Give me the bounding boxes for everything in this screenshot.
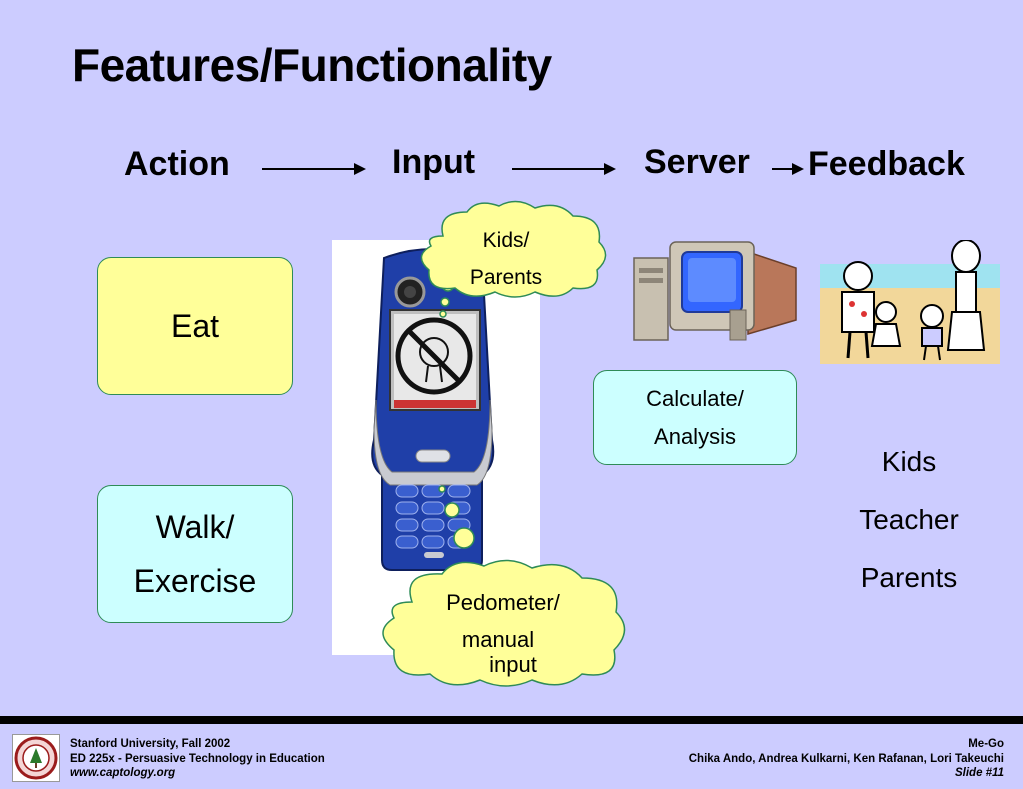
family-image: [820, 239, 1000, 364]
seal-icon: [14, 736, 58, 780]
cloud-icon: [382, 559, 626, 687]
flow-input-label: Input: [392, 143, 476, 181]
cloud-bottom-line2: manual: [461, 627, 535, 652]
recipient-teacher: Teacher: [859, 504, 959, 535]
flow-action-label: Action: [124, 145, 230, 183]
recipient-parents: Parents: [860, 562, 958, 593]
computer-icon: [633, 241, 797, 341]
footer-authors: Chika Ando, Andrea Kulkarni, Ken Rafanan…: [688, 752, 1004, 765]
stanford-seal-logo: [12, 734, 60, 782]
footer-project: Me-Go: [968, 738, 1004, 750]
eat-label: Eat: [170, 307, 220, 344]
arrow-input-server: [512, 163, 616, 175]
walk-label-line1: Walk/: [155, 509, 235, 545]
calc-label-line2: Analysis: [654, 423, 736, 449]
calculate-analysis-box: Calculate/ Analysis: [593, 370, 797, 465]
slide-title: Features/Functionality: [72, 39, 552, 91]
recipient-list: Kids Teacher Parents: [846, 433, 972, 607]
footer-website-link[interactable]: www.captology.org: [70, 767, 176, 779]
kids-parents-cloud: Kids/ Parents: [413, 198, 611, 300]
footer-slide-number: Slide #11: [954, 767, 1004, 779]
arrow-server-feedback: [772, 163, 804, 175]
recipient-kids: Kids: [881, 446, 937, 477]
cloud-top-line2: Parents: [469, 266, 543, 289]
footer-course: ED 225x - Persuasive Technology in Educa…: [70, 752, 325, 765]
flow-feedback-label: Feedback: [808, 145, 965, 183]
cloud-bottom-line1: Pedometer/: [446, 590, 560, 615]
cloud-top-line1: Kids/: [482, 229, 530, 252]
arrow-action-input: [262, 163, 366, 175]
footer-left: Stanford University, Fall 2002 ED 225x -…: [70, 737, 325, 781]
pedometer-cloud: Pedometer/ manual input: [372, 556, 634, 690]
cloud-bottom-line3: input: [489, 652, 537, 677]
flow-server-label: Server: [644, 143, 750, 181]
computer-image: [630, 238, 802, 350]
walk-exercise-box: Walk/ Exercise: [97, 485, 293, 623]
footer-right: Me-Go Chika Ando, Andrea Kulkarni, Ken R…: [689, 737, 1004, 781]
walk-label-line2: Exercise: [133, 563, 257, 599]
family-icon: [820, 239, 1000, 364]
calc-label-line1: Calculate/: [646, 385, 744, 411]
cloud-icon: [420, 200, 607, 298]
eat-box: Eat: [97, 257, 293, 395]
footer-university: Stanford University, Fall 2002: [70, 738, 231, 750]
footer-divider: [0, 716, 1023, 724]
